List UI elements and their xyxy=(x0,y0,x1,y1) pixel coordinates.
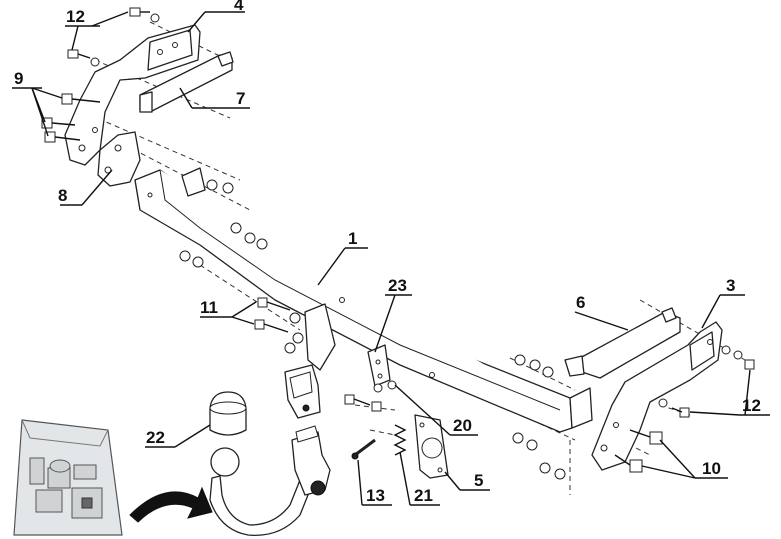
main-crossbar xyxy=(134,167,593,433)
tow-ball-icon xyxy=(209,425,331,536)
label-part-8: 8 xyxy=(58,186,67,205)
label-part-9: 9 xyxy=(14,69,23,88)
label-part-5: 5 xyxy=(474,471,483,490)
electrical-socket-block xyxy=(284,364,321,419)
left-reinforcement-plate xyxy=(139,51,234,113)
label-part-12-top: 12 xyxy=(66,7,85,26)
label-part-11: 11 xyxy=(200,298,218,317)
kit-bag-icon xyxy=(13,419,123,536)
label-part-23: 23 xyxy=(388,276,407,295)
socket-plate xyxy=(414,414,449,479)
label-part-6: 6 xyxy=(576,293,585,312)
spacer-plate xyxy=(97,131,141,187)
socket-bracket xyxy=(367,344,391,387)
curved-arrow-icon xyxy=(129,486,213,523)
right-side-bracket xyxy=(591,321,723,471)
label-part-7: 7 xyxy=(236,89,245,108)
label-part-1: 1 xyxy=(348,229,357,248)
label-part-13: 13 xyxy=(366,486,385,505)
label-part-4: 4 xyxy=(234,0,244,14)
right-reinforcement-plate xyxy=(564,307,681,379)
fasteners xyxy=(41,7,755,480)
part-labels: 12 4 9 7 8 1 11 23 6 3 12 10 22 20 5 13 … xyxy=(14,0,761,505)
leader-lines xyxy=(12,11,770,506)
screw xyxy=(351,438,376,460)
label-part-20: 20 xyxy=(453,416,472,435)
label-part-21: 21 xyxy=(414,486,433,505)
label-part-22: 22 xyxy=(146,428,165,447)
spring xyxy=(393,424,407,456)
left-side-bracket xyxy=(64,24,201,166)
label-part-10: 10 xyxy=(702,459,721,478)
ball-cover-icon xyxy=(209,391,247,436)
label-part-3: 3 xyxy=(726,276,735,295)
label-part-12-right: 12 xyxy=(742,396,761,415)
